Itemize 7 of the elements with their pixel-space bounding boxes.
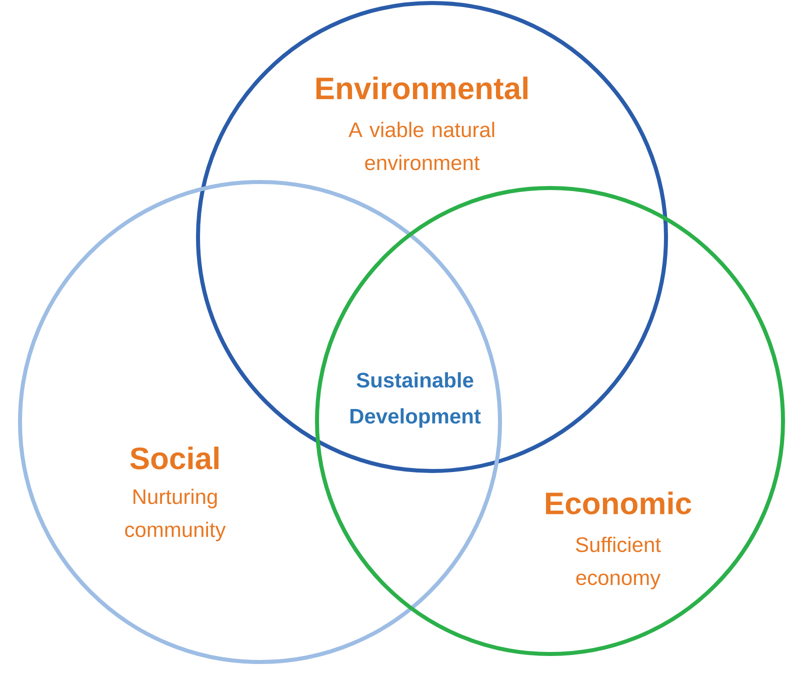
circle-description: A viable natural environment [348,122,494,170]
circle-heading: Environmental [316,76,528,100]
circle-description: Nurturing community [125,488,226,542]
circle-heading: Social [130,446,218,470]
circle-description: Sufficient economy [576,536,661,590]
center-label: Sustainable Development [350,372,481,428]
circle-heading: Economic [546,492,692,514]
